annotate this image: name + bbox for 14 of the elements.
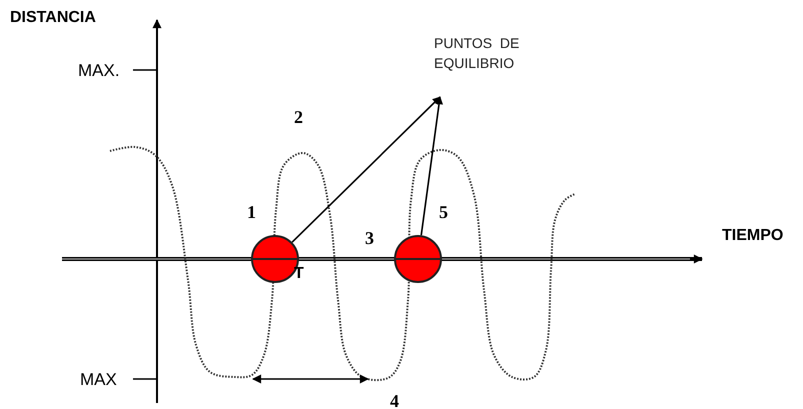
arrow (420, 96, 443, 236)
callout-number: 5 (439, 203, 448, 221)
axis-title: TIEMPO (722, 228, 784, 244)
callout-number: 2 (294, 108, 303, 126)
callout-number: 3 (365, 229, 374, 247)
axis-title: DISTANCIA (10, 10, 96, 26)
axis-tick-label: MAX (80, 371, 117, 388)
axis-tick-label: MAX. (78, 62, 120, 79)
arrow (292, 96, 441, 243)
callout-text: PUNTOS DE EQUILIBRIO (434, 34, 520, 73)
equilibrium-point (394, 235, 442, 283)
callout-number: 4 (390, 392, 399, 409)
point-label: T (294, 266, 304, 282)
callout-number: 1 (247, 203, 256, 221)
